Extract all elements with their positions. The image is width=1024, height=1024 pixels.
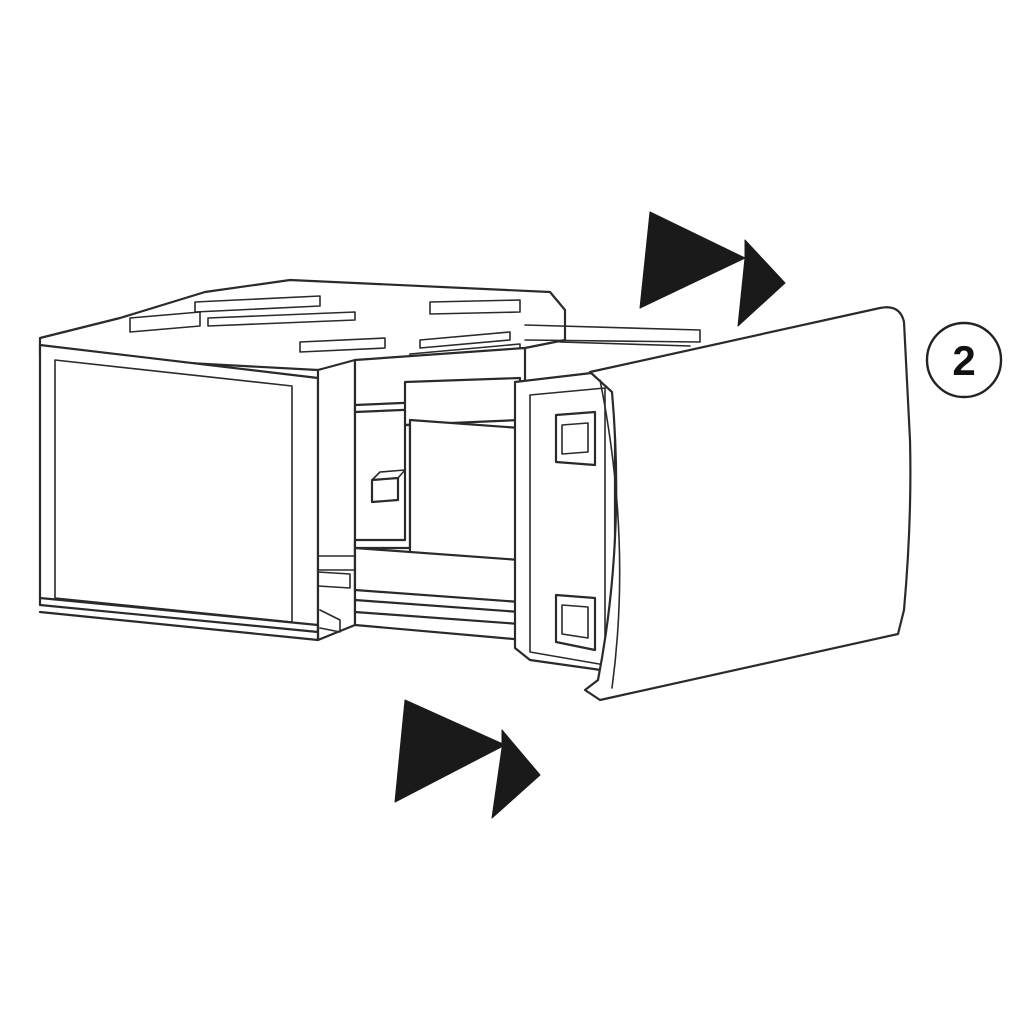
double-arrow-right-icon bbox=[394, 699, 541, 819]
latch-bottom bbox=[554, 593, 597, 652]
inner-chassis bbox=[317, 346, 527, 642]
front-cover bbox=[583, 306, 912, 702]
step-number: 2 bbox=[952, 337, 975, 384]
step-number-badge: 2 bbox=[925, 321, 1003, 399]
housing-shell bbox=[38, 278, 567, 642]
double-arrow-right-icon bbox=[639, 211, 786, 327]
